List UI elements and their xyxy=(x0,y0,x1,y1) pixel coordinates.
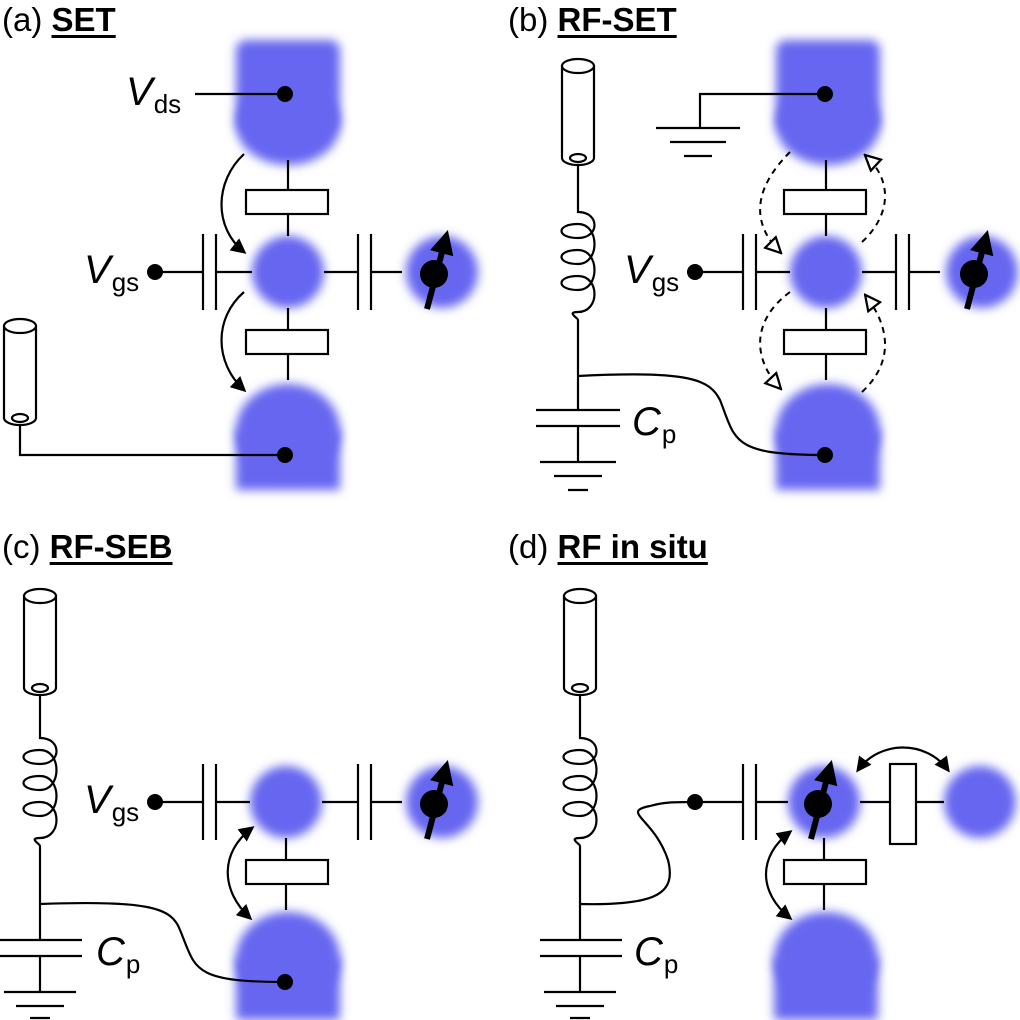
drain-lead-tip xyxy=(776,85,880,165)
inductor-icon xyxy=(560,166,596,321)
coax-cable-icon xyxy=(562,594,598,697)
vgs-label-b: Vgs xyxy=(624,250,679,295)
cp-label-main: C xyxy=(96,930,125,974)
coupling-capacitor xyxy=(356,234,373,310)
cotunnel-arrow-icon xyxy=(861,156,886,243)
panel-b-name: RF-SET xyxy=(557,1,677,38)
panel-b-title: (b) RF-SET xyxy=(508,3,677,36)
coax-cable-icon xyxy=(22,594,58,697)
reservoir xyxy=(774,958,878,1020)
gate-capacitor xyxy=(741,764,758,840)
tunnel-junction-top xyxy=(244,188,330,216)
tunnel-arrow-icon xyxy=(220,153,247,254)
interdot-arrow-icon xyxy=(856,746,950,773)
vgs-label-sub: gs xyxy=(651,267,680,297)
cp-label-sub: p xyxy=(125,949,141,979)
vds-label-sub: ds xyxy=(153,89,182,119)
cp-label-sub: p xyxy=(663,949,679,979)
inductor-icon xyxy=(562,696,598,847)
vds-label-main: V xyxy=(126,70,153,114)
tunnel-arrow-icon xyxy=(226,826,255,921)
vgs-label-c: Vgs xyxy=(84,780,139,825)
cotunnel-arrow-icon xyxy=(759,291,791,388)
vgs-terminal xyxy=(687,264,703,280)
seb-island xyxy=(250,766,322,838)
tunnel-junction-bottom xyxy=(244,328,330,356)
cp-label-main: C xyxy=(634,930,663,974)
panel-a-name: SET xyxy=(51,1,116,38)
vgs-label-sub: gs xyxy=(111,267,140,297)
cp-label-c: Cp xyxy=(96,932,140,977)
tunnel-junction xyxy=(782,858,868,886)
panel-a-letter: (a) xyxy=(2,1,43,38)
panel-c-title: (c) RF-SEB xyxy=(2,530,173,563)
interdot-junction xyxy=(888,762,918,846)
vgs-terminal xyxy=(147,264,163,280)
cp-label-d: Cp xyxy=(634,932,678,977)
vds-label: Vds xyxy=(126,72,181,117)
vds-terminal xyxy=(277,86,293,102)
coupling-capacitor xyxy=(894,234,911,310)
vgs-label-main: V xyxy=(84,778,111,822)
drain-terminal xyxy=(817,86,833,102)
parasitic-capacitor xyxy=(536,408,620,428)
coupling-capacitor xyxy=(356,764,373,840)
cp-label-sub: p xyxy=(661,419,677,449)
vgs-label-main: V xyxy=(624,248,651,292)
cotunnel-arrow-icon xyxy=(861,296,886,393)
parasitic-capacitor xyxy=(540,938,622,958)
panel-a-title: (a) SET xyxy=(2,3,116,36)
panel-b xyxy=(536,40,1018,492)
coax-cable-icon xyxy=(560,64,596,167)
vgs-label-main: V xyxy=(84,248,111,292)
gate-capacitor xyxy=(201,764,218,840)
vgs-label-sub: gs xyxy=(111,797,140,827)
coax-cable-icon xyxy=(2,324,38,427)
panel-d xyxy=(540,587,1016,1020)
tunnel-junction xyxy=(244,858,330,886)
vgs-label-a: Vgs xyxy=(84,250,139,295)
tunnel-arrow-icon xyxy=(220,291,247,393)
panel-b-letter: (b) xyxy=(508,1,549,38)
gate-capacitor xyxy=(201,234,218,310)
panel-d-letter: (d) xyxy=(508,528,549,565)
cp-label-main: C xyxy=(632,400,661,444)
set-island xyxy=(790,236,862,308)
ancilla-dot xyxy=(944,766,1016,838)
gate-capacitor xyxy=(741,234,758,310)
panel-c-letter: (c) xyxy=(2,528,41,565)
cotunnel-arrow-icon xyxy=(759,151,791,252)
tunnel-arrow-icon xyxy=(765,830,793,920)
panel-d-title: (d) RF in situ xyxy=(508,530,708,563)
panel-d-name: RF in situ xyxy=(557,528,708,565)
tunnel-junction-top xyxy=(782,188,868,216)
tunnel-junction-bottom xyxy=(782,328,868,356)
source-terminal xyxy=(277,447,293,463)
panel-a xyxy=(2,40,478,490)
set-island xyxy=(252,236,324,308)
panel-c-name: RF-SEB xyxy=(49,528,173,565)
vgs-terminal xyxy=(147,794,163,810)
parasitic-capacitor xyxy=(0,938,82,958)
panel-c xyxy=(0,587,478,1020)
drain-lead-tip xyxy=(236,85,340,165)
inductor-icon xyxy=(22,696,58,847)
cp-label-b: Cp xyxy=(632,402,676,447)
